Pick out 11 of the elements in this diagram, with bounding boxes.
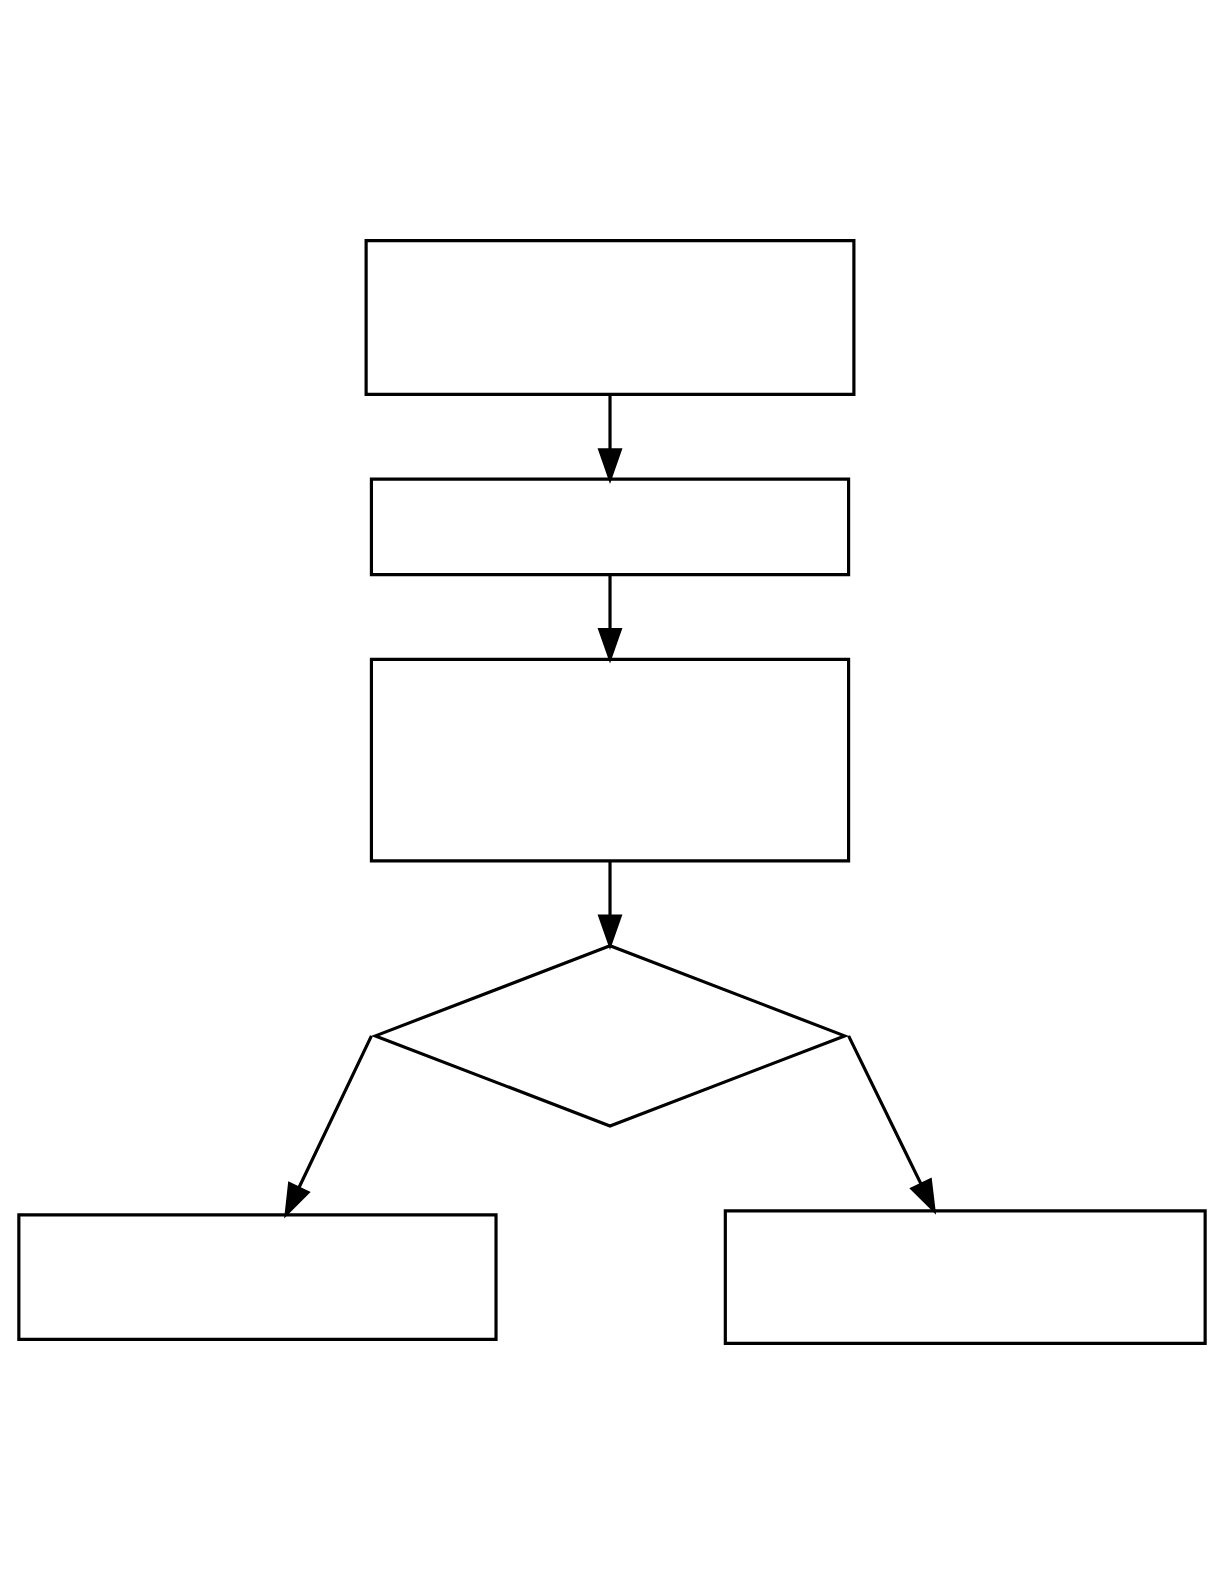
arrow xyxy=(597,394,623,484)
node-box xyxy=(369,477,851,577)
node-box xyxy=(723,1209,1207,1345)
node-box xyxy=(369,657,851,863)
node-box xyxy=(17,1213,498,1341)
arrow xyxy=(284,1035,373,1219)
node-diamond xyxy=(370,944,850,1128)
node-box xyxy=(364,239,856,396)
arrow xyxy=(597,861,623,951)
arrow xyxy=(597,575,623,664)
arrow xyxy=(847,1035,937,1215)
